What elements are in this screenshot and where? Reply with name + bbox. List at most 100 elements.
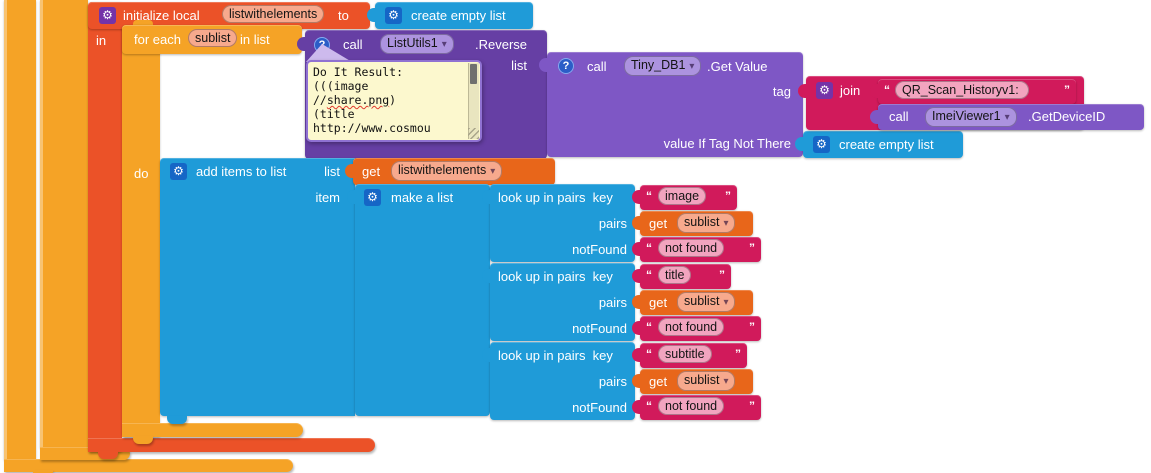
get-sublist-block-3[interactable]: get sublist▾ <box>632 369 753 394</box>
create-empty-list-label: create empty list <box>411 8 506 23</box>
lookup-in-pairs-block-1[interactable]: look up in pairs key pairs notFound <box>482 184 635 262</box>
mutator-gear-icon[interactable]: ⚙ <box>170 163 187 180</box>
key-string-block-subtitle[interactable]: “ subtitle ” <box>632 343 747 368</box>
create-empty-list-block-bottom[interactable]: ⚙ create empty list <box>795 131 963 158</box>
variable-dropdown[interactable]: sublist▾ <box>677 292 736 312</box>
pairs-label: pairs <box>598 295 627 310</box>
variable-name: listwithelements <box>398 163 487 177</box>
init-local-block-body[interactable] <box>88 2 122 452</box>
pairs-label: pairs <box>598 374 627 389</box>
lookup-in-pairs-block-3[interactable]: look up in pairs key pairs notFound <box>482 342 635 420</box>
text-string-block-qr[interactable]: “ QR_Scan_Historyv1: ” <box>870 79 1076 104</box>
lookup-label: look up in pairs key <box>498 190 613 205</box>
open-quote: “ <box>646 347 652 361</box>
create-empty-list-block-top[interactable]: ⚙ create empty list <box>367 2 533 29</box>
mutator-gear-icon[interactable]: ⚙ <box>385 7 402 24</box>
join-label: join <box>840 83 861 98</box>
tooltip-scrollbar[interactable] <box>468 63 479 139</box>
key-text-field[interactable]: image <box>658 187 707 205</box>
variable-dropdown[interactable]: sublist▾ <box>677 371 736 391</box>
tooltip-text: Do It Result: (((image //share.png) (tit… <box>313 65 466 140</box>
block-plug <box>632 269 641 283</box>
for-each-block-body[interactable] <box>122 25 160 437</box>
background-golden-block-outer[interactable] <box>4 0 36 460</box>
component-dropdown[interactable]: ImeiViewer1▾ <box>925 107 1017 127</box>
mutator-gear-icon[interactable]: ⚙ <box>99 7 116 24</box>
open-quote: “ <box>884 83 890 97</box>
mutator-gear-icon[interactable]: ⚙ <box>813 136 830 153</box>
notfound-string-block-3[interactable]: “ not found ” <box>632 395 761 420</box>
close-quote: ” <box>735 347 741 361</box>
component-dropdown[interactable]: ListUtils1▾ <box>380 34 454 54</box>
variable-name-field[interactable]: listwithelements <box>222 5 325 23</box>
loop-variable-field[interactable]: sublist <box>188 29 238 47</box>
background-golden-block-inner[interactable] <box>40 0 88 448</box>
tooltip-pointer <box>306 44 352 62</box>
component-dropdown[interactable]: Tiny_DB1▾ <box>624 56 702 76</box>
dropdown-arrow-icon: ▾ <box>1004 112 1010 123</box>
block-plug <box>345 164 354 178</box>
block-plug <box>632 216 641 230</box>
notfound-text-field[interactable]: not found <box>658 239 725 257</box>
block-plug <box>632 190 641 204</box>
variable-name: sublist <box>684 215 720 229</box>
for-each-keyword: for each <box>134 32 181 47</box>
for-each-top-notch <box>133 20 153 26</box>
in-list-label: in list <box>240 32 270 47</box>
tooltip-resize-handle[interactable] <box>468 128 479 139</box>
get-listwithelements-block[interactable]: get listwithelements▾ <box>345 158 555 185</box>
lookup-label: look up in pairs key <box>498 269 613 284</box>
block-plug <box>632 295 641 309</box>
get-label: get <box>649 216 668 231</box>
notfound-text-field[interactable]: not found <box>658 318 725 336</box>
close-quote: ” <box>725 189 731 203</box>
get-label: get <box>649 295 668 310</box>
in-label: in <box>96 33 107 48</box>
notfound-string-block-1[interactable]: “ not found ” <box>632 237 761 262</box>
make-a-list-block[interactable]: ⚙ make a list <box>347 184 490 416</box>
mutator-gear-icon[interactable]: ⚙ <box>816 82 833 99</box>
background-golden-block-outer-bottom[interactable] <box>4 459 293 472</box>
tooltip-line: http://www.cosmou <box>313 121 431 135</box>
add-items-label: add items to list <box>196 164 287 179</box>
block-plug <box>870 110 879 124</box>
component-name: ImeiViewer1 <box>932 109 1001 123</box>
key-text-field[interactable]: subtitle <box>658 345 712 363</box>
block-plug <box>347 190 356 204</box>
open-quote: “ <box>646 241 652 255</box>
variable-dropdown[interactable]: sublist▾ <box>677 213 736 233</box>
lookup-in-pairs-block-2[interactable]: look up in pairs key pairs notFound <box>482 263 635 341</box>
variable-dropdown[interactable]: listwithelements▾ <box>391 161 503 181</box>
notfound-string-block-2[interactable]: “ not found ” <box>632 316 761 341</box>
do-it-result-tooltip[interactable]: Do It Result: (((image //share.png) (tit… <box>306 60 482 142</box>
tooltip-line: (title <box>313 107 355 121</box>
for-each-block[interactable]: for each sublist in list <box>122 25 302 54</box>
help-icon[interactable]: ? <box>558 58 574 74</box>
mutator-gear-icon[interactable]: ⚙ <box>364 189 381 206</box>
add-items-to-list-block[interactable]: ⚙ add items to list list item <box>160 158 355 416</box>
text-string-field[interactable]: QR_Scan_Historyv1: <box>895 81 1030 99</box>
tooltip-scrollbar-thumb[interactable] <box>470 64 477 84</box>
key-string-block-title[interactable]: “ title ” <box>632 264 731 289</box>
notfound-text-field[interactable]: not found <box>658 397 725 415</box>
make-a-list-label: make a list <box>391 190 454 205</box>
get-sublist-block-2[interactable]: get sublist▾ <box>632 290 753 315</box>
block-plug <box>795 137 804 151</box>
call-label: call <box>587 59 607 74</box>
tooltip-line: Do It Result: <box>313 65 404 79</box>
param-list-label: list <box>324 164 340 179</box>
tinydb-getvalue-call-block[interactable]: ? call Tiny_DB1▾ .Get Value tag value If… <box>539 52 803 157</box>
param-value-if-label: value If Tag Not There <box>663 136 791 151</box>
param-list-label: list <box>511 58 527 73</box>
close-quote: ” <box>749 399 755 413</box>
close-quote: ” <box>719 268 725 282</box>
for-each-block-bottom[interactable] <box>122 423 303 437</box>
init-local-block-bottom[interactable] <box>88 438 375 452</box>
key-text-field[interactable]: title <box>658 266 692 284</box>
dropdown-arrow-icon: ▾ <box>689 61 695 72</box>
component-name: Tiny_DB1 <box>631 58 686 72</box>
get-sublist-block-1[interactable]: get sublist▾ <box>632 211 753 236</box>
tooltip-text-part: ) <box>389 93 397 107</box>
key-string-block-image[interactable]: “ image ” <box>632 185 737 210</box>
imeiviewer-getdeviceid-call-block[interactable]: call ImeiViewer1▾ .GetDeviceID <box>870 104 1144 130</box>
